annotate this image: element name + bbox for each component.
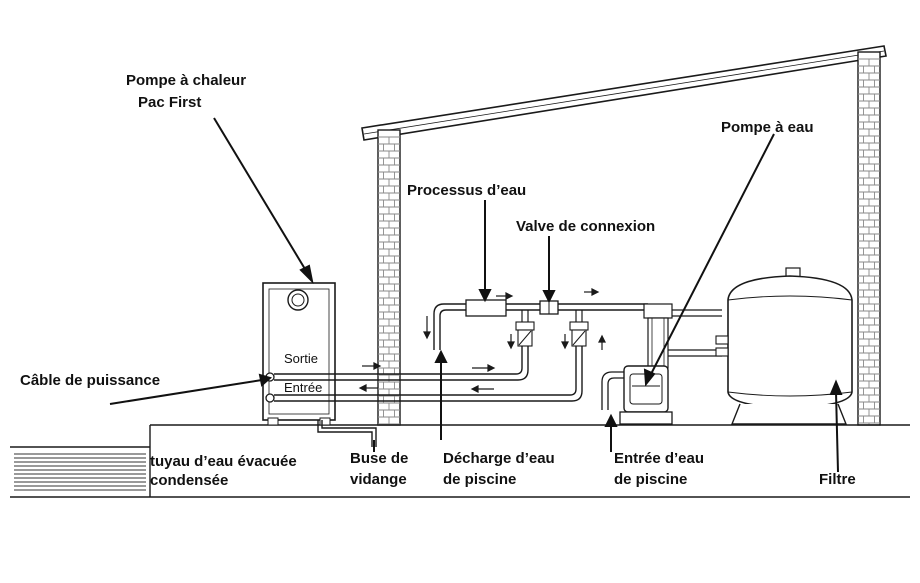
drain-nozzle-label-line1: Buse de	[350, 450, 408, 467]
inlet-port	[265, 393, 275, 403]
water-process-box	[465, 299, 507, 317]
heat-pump-fan-icon	[287, 289, 309, 311]
water-pump	[601, 365, 673, 425]
callout-arrows	[109, 117, 843, 473]
cold-water-inlet-pipe	[274, 328, 583, 402]
heat-pump-unit	[262, 282, 336, 426]
main-pipe	[433, 303, 648, 350]
hot-water-outlet-pipe	[274, 328, 529, 381]
flow-arrows	[358, 288, 606, 393]
right-brick-wall	[857, 51, 881, 426]
condensate-pipe	[317, 420, 377, 447]
sand-filter-tank	[715, 267, 853, 425]
water-process-label: Processus d’eau	[407, 182, 526, 199]
filter-label: Filtre	[819, 471, 856, 488]
pump-filter-pipe	[643, 303, 722, 369]
heat-pump-label-line1: Pompe à chaleur	[126, 72, 246, 89]
water-pump-label: Pompe à eau	[721, 119, 814, 136]
roof	[361, 45, 887, 141]
connection-valve	[539, 300, 559, 315]
inlet-label: Entrée	[284, 380, 322, 395]
power-cable-label: Câble de puissance	[20, 372, 160, 389]
heat-pump-label-line2: Pac First	[138, 94, 201, 111]
drain-nozzle-label-line2: vidange	[350, 471, 407, 488]
outlet-label: Sortie	[284, 351, 318, 366]
pool-water	[14, 453, 146, 491]
pool-inlet-label-line1: Entrée d’eau	[614, 450, 704, 467]
pool-discharge-label-line1: Décharge d’eau	[443, 450, 555, 467]
pool-discharge-label-line2: de piscine	[443, 471, 516, 488]
condensate-pipe-label-line2: condensée	[150, 472, 228, 489]
condensate-pipe-label-line1: tuyau d’eau évacuée	[150, 453, 297, 470]
pool-inlet-label-line2: de piscine	[614, 471, 687, 488]
left-brick-wall	[377, 129, 401, 426]
connection-valve-label: Valve de connexion	[516, 218, 655, 235]
